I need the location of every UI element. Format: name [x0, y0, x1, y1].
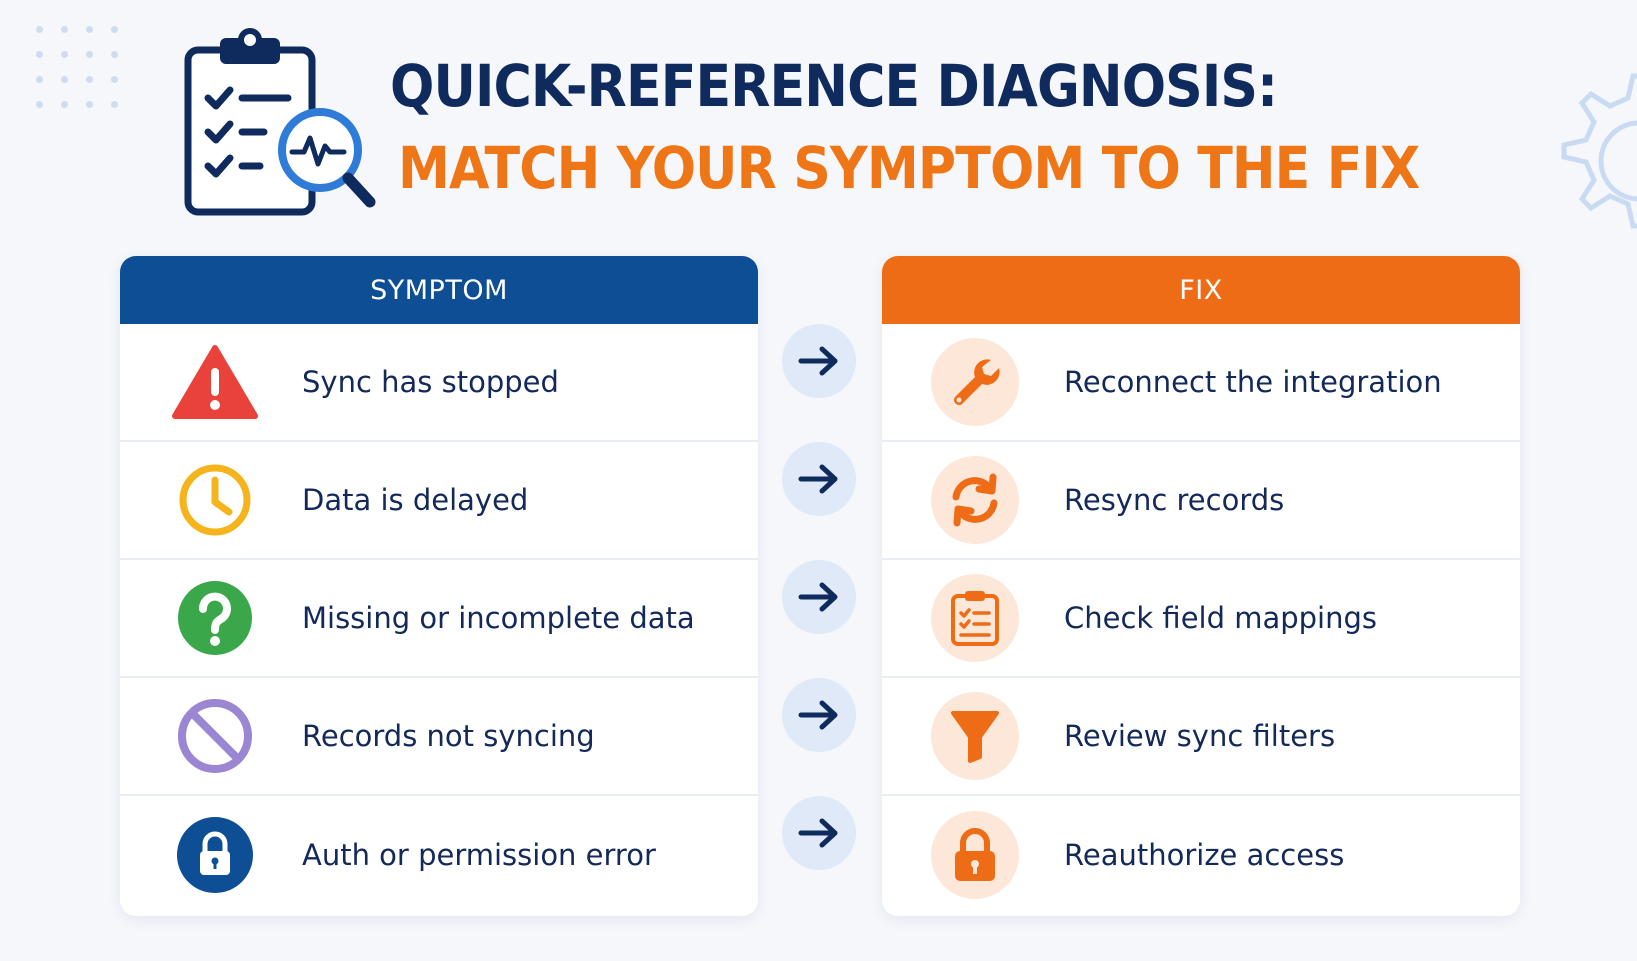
symptom-header: SYMPTOM — [120, 256, 758, 324]
refresh-icon — [931, 456, 1019, 544]
symptom-row: Data is delayed — [120, 442, 758, 560]
fix-row: Reconnect the integration — [882, 324, 1520, 442]
fix-text: Review sync filters — [1064, 719, 1336, 753]
fix-text: Resync records — [1064, 483, 1285, 517]
fix-text: Check field mappings — [1064, 601, 1378, 635]
fix-row: Resync records — [882, 442, 1520, 560]
symptom-panel: SYMPTOM Sync has stopped — [120, 256, 758, 916]
clipboard-diagnosis-icon — [184, 28, 376, 216]
fix-row: Reauthorize access — [882, 796, 1520, 914]
decorative-dots — [36, 26, 136, 108]
arrow-right-icon — [782, 796, 856, 870]
symptom-row: Auth or permission error — [120, 796, 758, 914]
fix-text: Reauthorize access — [1064, 838, 1345, 872]
symptom-row: Missing or incomplete data — [120, 560, 758, 678]
lock-icon — [170, 810, 260, 900]
fix-text: Reconnect the integration — [1064, 365, 1442, 399]
gear-icon — [1561, 73, 1637, 229]
page-subtitle: MATCH YOUR SYMPTOM TO THE FIX — [398, 134, 1420, 202]
symptom-row: Sync has stopped — [120, 324, 758, 442]
arrow-right-icon — [782, 678, 856, 752]
arrow-right-icon — [782, 560, 856, 634]
arrow-right-icon — [782, 324, 856, 398]
symptom-row: Records not syncing — [120, 678, 758, 796]
symptom-text: Sync has stopped — [302, 365, 559, 399]
symptom-text: Records not syncing — [302, 719, 595, 753]
lock-icon — [931, 811, 1019, 899]
fix-row: Review sync filters — [882, 678, 1520, 796]
symptom-text: Data is delayed — [302, 483, 529, 517]
prohibited-icon — [170, 691, 260, 781]
question-icon — [170, 573, 260, 663]
symptom-text: Auth or permission error — [302, 838, 656, 872]
arrow-right-icon — [782, 442, 856, 516]
fix-header: FIX — [882, 256, 1520, 324]
clock-icon — [170, 455, 260, 545]
fix-row: Check field mappings — [882, 560, 1520, 678]
clipboard-icon — [931, 574, 1019, 662]
warning-icon — [170, 337, 260, 427]
symptom-text: Missing or incomplete data — [302, 601, 695, 635]
page-title: QUICK-REFERENCE DIAGNOSIS: — [390, 52, 1278, 120]
fix-panel: FIX Reconnect the integration — [882, 256, 1520, 916]
wrench-icon — [931, 338, 1019, 426]
filter-icon — [931, 692, 1019, 780]
